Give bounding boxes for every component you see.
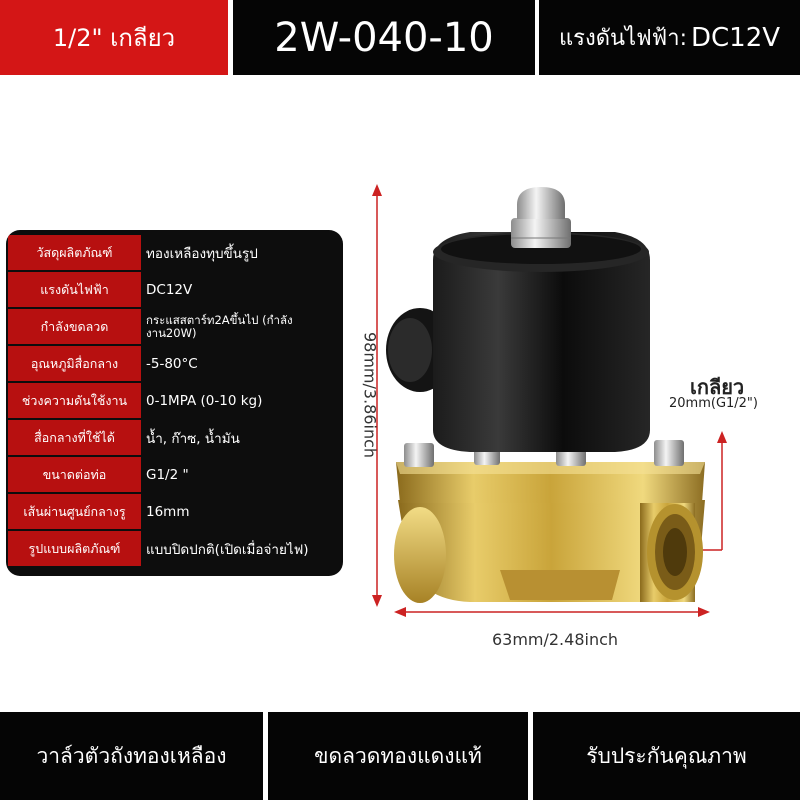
feature-text: วาล์วตัวถังทองเหลือง (36, 743, 227, 768)
spec-value: G1/2 " (146, 466, 189, 483)
spec-row-orifice: เส้นผ่านศูนย์กลางรู 16mm (6, 493, 343, 530)
spec-row-media: สื่อกลางที่ใช้ได้ น้ำ, ก๊าซ, น้ำมัน (6, 419, 343, 456)
spec-row-media-temp: อุณหภูมิสื่อกลาง -5-80°C (6, 345, 343, 382)
spec-label: ขนาดต่อท่อ (8, 457, 141, 492)
feature-text: ขดลวดทองแดงแท้ (314, 743, 482, 768)
width-dimension-line (394, 607, 710, 617)
spec-value: 0-1MPA (0-10 kg) (146, 392, 263, 409)
thread-size-banner: 1/2" เกลียว (0, 0, 228, 75)
spec-row-pipe-size: ขนาดต่อท่อ G1/2 " (6, 456, 343, 493)
height-dimension-line (372, 184, 382, 607)
voltage-banner: แรงดันไฟฟ้า: DC12V (539, 0, 800, 75)
spec-row-coil-power: กำลังขดลวด กระแสสตาร์ท2Aขึ้นไป (กำลังงาน… (6, 308, 343, 345)
spec-label: สื่อกลางที่ใช้ได้ (8, 420, 141, 455)
thread-callout-label: เกลียว (690, 375, 745, 399)
height-dimension-text: 98mm/3.86inch (360, 331, 380, 459)
spec-label: ช่วงความดันใช้งาน (8, 383, 141, 418)
voltage-value: DC12V (691, 22, 781, 53)
spec-value: น้ำ, ก๊าซ, น้ำมัน (146, 430, 240, 447)
feature-quality-guarantee: รับประกันคุณภาพ (533, 712, 800, 800)
model-text: 2W-040-10 (274, 14, 494, 61)
spec-value: DC12V (146, 281, 193, 298)
feature-copper-coil: ขดลวดทองแดงแท้ (268, 712, 528, 800)
spec-label: อุณหภูมิสื่อกลาง (8, 346, 141, 381)
spec-label: เส้นผ่านศูนย์กลางรู (8, 494, 141, 529)
spec-label: กำลังขดลวด (8, 309, 141, 344)
spec-value: ทองเหลืองทุบขึ้นรูป (146, 245, 258, 262)
width-dimension-text: 63mm/2.48inch (491, 630, 619, 649)
feature-text: รับประกันคุณภาพ (586, 743, 747, 768)
spec-row-type: รูปแบบผลิตภัณฑ์ แบบปิดปกติ(เปิดเมื่อจ่าย… (6, 530, 343, 567)
spec-label: รูปแบบผลิตภัณฑ์ (8, 531, 141, 566)
spec-value: -5-80°C (146, 355, 198, 372)
spec-value: แบบปิดปกติ(เปิดเมื่อจ่ายไฟ) (146, 541, 309, 558)
spec-value: กระแสสตาร์ท2Aขึ้นไป (กำลังงาน20W) (146, 312, 293, 340)
feature-brass-body: วาล์วตัวถังทองเหลือง (0, 712, 263, 800)
thread-callout-size: 20mm(G1/2") (669, 396, 758, 411)
spec-row-pressure: ช่วงความดันใช้งาน 0-1MPA (0-10 kg) (6, 382, 343, 419)
spec-table: วัสดุผลิตภัณฑ์ ทองเหลืองทุบขึ้นรูป แรงดั… (6, 230, 343, 576)
spec-label: แรงดันไฟฟ้า (8, 272, 141, 307)
thread-size-text: 1/2" เกลียว (52, 24, 176, 52)
model-banner: 2W-040-10 (233, 0, 535, 75)
spec-value: 16mm (146, 503, 190, 520)
spec-row-material: วัสดุผลิตภัณฑ์ ทองเหลืองทุบขึ้นรูป (6, 234, 343, 271)
voltage-label: แรงดันไฟฟ้า: (558, 26, 687, 51)
spec-row-voltage: แรงดันไฟฟ้า DC12V (6, 271, 343, 308)
spec-label: วัสดุผลิตภัณฑ์ (8, 235, 141, 270)
